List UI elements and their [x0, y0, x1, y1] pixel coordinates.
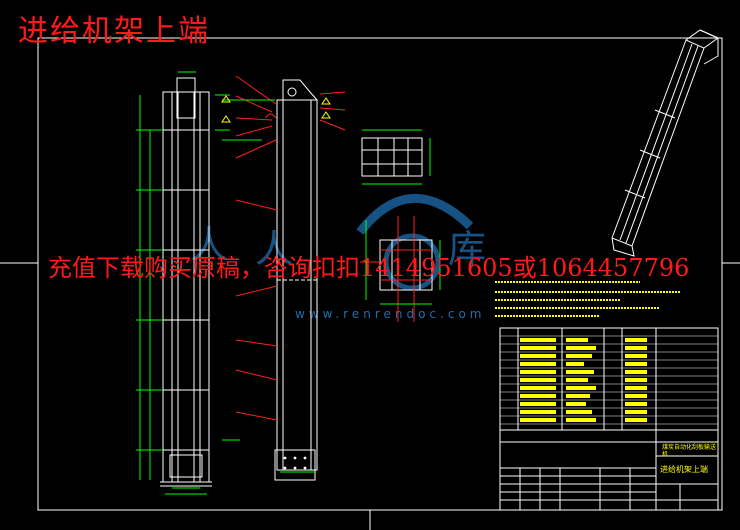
front-view [160, 77, 212, 487]
drawing-frame [37, 37, 723, 511]
front-view-dimensions [136, 71, 230, 495]
side-view-dimensions [222, 99, 315, 473]
detail-a-view [361, 137, 423, 177]
svg-text:人: 人 [255, 227, 293, 271]
side-view [274, 79, 318, 481]
weld-symbols [221, 95, 331, 123]
parts-list-cells [520, 338, 647, 422]
drawing-title: 进给机架上端 [18, 14, 210, 49]
isometric-view [611, 29, 720, 257]
svg-text:库: 库 [448, 227, 486, 271]
technical-requirements [495, 281, 680, 317]
watermark-text: 充值下载购买原稿，咨询扣扣1414951605或1064457796 [48, 254, 690, 282]
title-block-project: 煤炭自动化刮板输送机 [662, 444, 717, 458]
weld-leaders [235, 75, 346, 421]
parts-list-rows [500, 335, 718, 425]
logo-url: www.renrendoc.com [295, 307, 485, 321]
bolt-pattern [283, 456, 307, 470]
watermark-logo-icon: 人 人 库 [190, 193, 486, 291]
title-block [499, 429, 719, 511]
title-block-drawing-name: 进给机架上端 [660, 465, 708, 474]
